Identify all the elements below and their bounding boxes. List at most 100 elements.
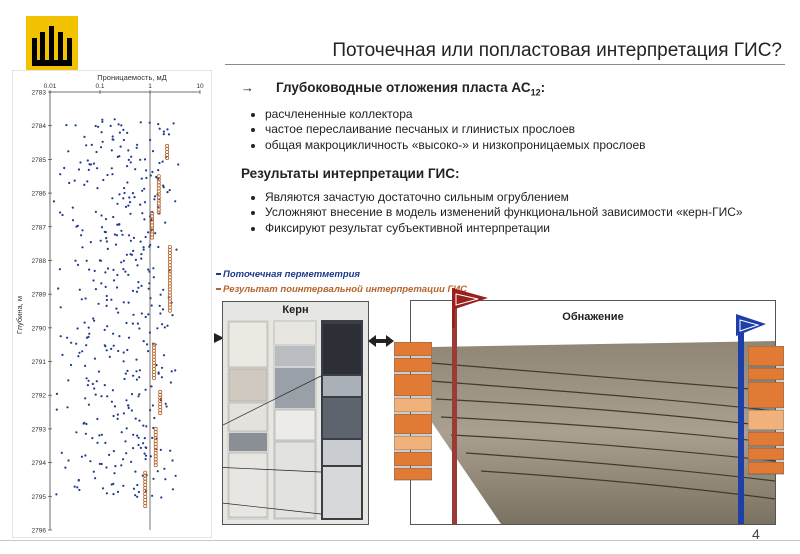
- data-point: [97, 302, 100, 305]
- data-point: [124, 440, 127, 443]
- data-point: [127, 149, 130, 152]
- data-point: [142, 248, 145, 251]
- data-point: [130, 460, 133, 463]
- data-point: [71, 219, 75, 222]
- interval-point: [143, 504, 148, 509]
- data-point: [170, 370, 173, 373]
- data-point: [120, 261, 123, 264]
- list-item: Фиксируют результат субъективной интерпр…: [265, 221, 771, 236]
- data-point: [112, 268, 115, 271]
- data-point: [92, 162, 95, 165]
- data-point: [138, 327, 141, 330]
- data-point: [87, 335, 90, 338]
- data-point: [105, 240, 108, 243]
- data-point: [126, 131, 129, 134]
- data-point: [104, 345, 107, 348]
- data-point: [61, 213, 64, 217]
- data-point: [52, 200, 56, 203]
- data-point: [59, 306, 62, 309]
- data-point: [90, 143, 93, 146]
- data-point: [111, 389, 114, 392]
- list-item: общая макроцикличность «высоко-» и низко…: [265, 138, 781, 153]
- data-point: [135, 146, 138, 149]
- data-point: [86, 384, 89, 387]
- interval-point: [167, 308, 172, 313]
- data-point: [77, 168, 81, 171]
- outcrop-intervals-left: [393, 341, 433, 482]
- data-point: [148, 245, 151, 248]
- data-point: [124, 270, 127, 273]
- data-point: [160, 376, 163, 379]
- data-point: [97, 370, 101, 373]
- data-point: [129, 239, 132, 242]
- data-point: [113, 472, 116, 475]
- core-photo: [223, 320, 363, 520]
- data-point: [60, 451, 63, 454]
- data-point: [120, 229, 123, 232]
- data-point: [95, 150, 98, 154]
- data-point: [145, 425, 148, 428]
- data-point: [80, 455, 83, 458]
- data-point: [123, 187, 126, 190]
- data-point: [133, 196, 136, 199]
- bottom-divider: [0, 540, 800, 541]
- interval-point: [158, 411, 163, 416]
- data-point: [169, 449, 172, 452]
- data-point: [148, 331, 151, 334]
- data-point: [114, 465, 117, 468]
- x-tick-label: 0.01: [44, 83, 57, 90]
- data-point: [149, 174, 152, 177]
- data-point: [143, 452, 146, 455]
- data-point: [122, 458, 125, 461]
- data-point: [129, 212, 132, 215]
- data-point: [79, 161, 82, 164]
- data-point: [143, 201, 147, 204]
- subtitle-text: Глубоководные отложения пласта АС: [276, 80, 531, 95]
- data-point: [81, 246, 84, 249]
- data-point: [77, 478, 80, 482]
- interval-point: [150, 235, 155, 240]
- data-point: [154, 232, 157, 235]
- interval-point: [153, 463, 158, 468]
- data-point: [61, 353, 64, 356]
- data-point: [138, 369, 141, 372]
- data-point: [128, 196, 131, 199]
- data-point: [105, 349, 108, 352]
- data-point: [83, 183, 86, 186]
- data-point: [138, 419, 141, 422]
- data-point: [136, 322, 139, 325]
- y-tick-label: 2795: [32, 494, 47, 501]
- data-point: [129, 161, 132, 164]
- data-point: [153, 198, 156, 201]
- data-point: [126, 181, 129, 184]
- data-point: [105, 304, 108, 307]
- data-point: [112, 138, 115, 141]
- data-point: [166, 191, 169, 194]
- data-point: [158, 304, 161, 307]
- data-point: [122, 484, 125, 487]
- data-point: [55, 392, 59, 395]
- data-point: [105, 294, 108, 298]
- data-point: [164, 478, 167, 481]
- data-point: [104, 441, 107, 444]
- bullet-list-a: расчлененные коллектора частое переслаив…: [241, 107, 781, 153]
- list-item: Усложняют внесение в модель изменений фу…: [265, 205, 771, 220]
- data-point: [120, 431, 123, 434]
- data-point: [147, 350, 150, 353]
- data-point: [156, 327, 159, 330]
- data-point: [99, 239, 102, 242]
- data-point: [137, 436, 140, 439]
- data-point: [125, 427, 128, 430]
- outcrop-photo: [430, 301, 775, 524]
- data-point: [122, 138, 125, 142]
- data-point: [125, 399, 128, 402]
- data-point: [122, 128, 125, 131]
- data-point: [110, 347, 113, 350]
- data-point: [158, 127, 161, 130]
- data-point: [108, 453, 111, 456]
- data-point: [78, 488, 81, 492]
- data-point: [131, 289, 135, 292]
- data-point: [73, 485, 76, 488]
- data-point: [93, 319, 96, 322]
